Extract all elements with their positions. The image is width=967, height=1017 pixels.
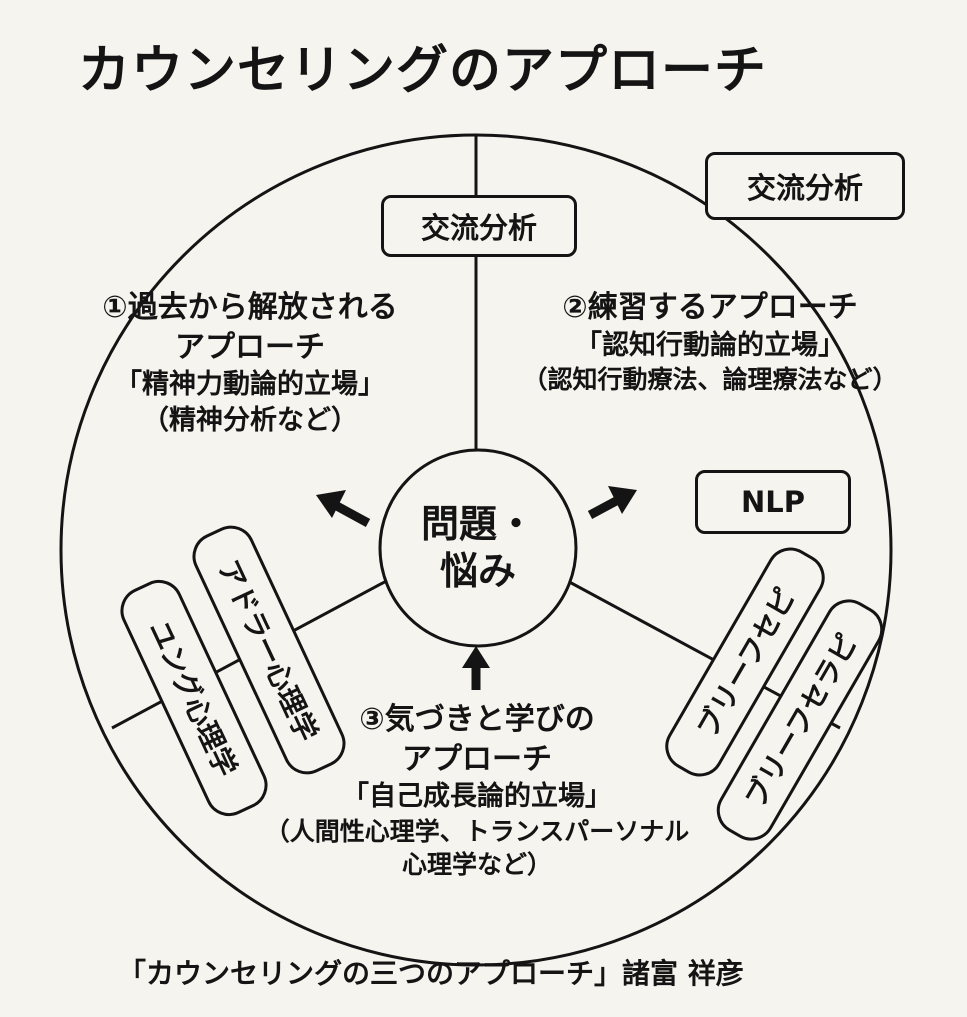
box-transactional-analysis-right: 交流分析 — [705, 152, 905, 220]
arrow-left — [316, 490, 371, 527]
approach-1-heading: ①過去から解放される — [102, 290, 398, 325]
approach-3-heading: ③気づきと学びの — [359, 702, 595, 737]
approach-1-stance: 「精神力動論的立場」 — [115, 369, 385, 401]
approach-3-stance: 「自己成長論的立場」 — [342, 781, 612, 813]
center-line-2: 悩み — [439, 549, 516, 593]
approach-3: ③気づきと学びの アプローチ 「自己成長論的立場」 （人間性心理学、トランスパー… — [252, 700, 702, 881]
center-circle — [378, 448, 578, 648]
approach-1-examples: （精神分析など） — [142, 404, 358, 436]
center-line-1: 問題・ — [420, 501, 535, 546]
approach-1-subheading: アプローチ — [175, 329, 325, 365]
approach-2-examples: （認知行動療法、論理療法など） — [522, 365, 898, 395]
approach-3-examples-cont: 心理学など） — [401, 849, 552, 879]
approach-3-examples: （人間性心理学、トランスパーソナル — [264, 816, 690, 846]
approach-1: ①過去から解放される アプローチ 「精神力動論的立場」 （精神分析など） — [70, 288, 430, 438]
source-caption: 「カウンセリングの三つのアプローチ」諸富 祥彦 — [118, 957, 744, 990]
approach-2: ②練習するアプローチ 「認知行動論的立場」 （認知行動療法、論理療法など） — [500, 288, 920, 396]
approach-3-subheading: アプローチ — [402, 741, 552, 777]
box-transactional-analysis-top: 交流分析 — [381, 195, 577, 257]
page-title: カウンセリングのアプローチ — [78, 41, 768, 101]
approach-2-heading: ②練習するアプローチ — [562, 290, 858, 325]
box-nlp: NLP — [695, 470, 851, 534]
approach-2-stance: 「認知行動論的立場」 — [575, 329, 845, 361]
arrow-up — [462, 646, 490, 690]
arrow-right — [587, 486, 637, 519]
center-label: 問題・ 悩み — [380, 450, 576, 646]
